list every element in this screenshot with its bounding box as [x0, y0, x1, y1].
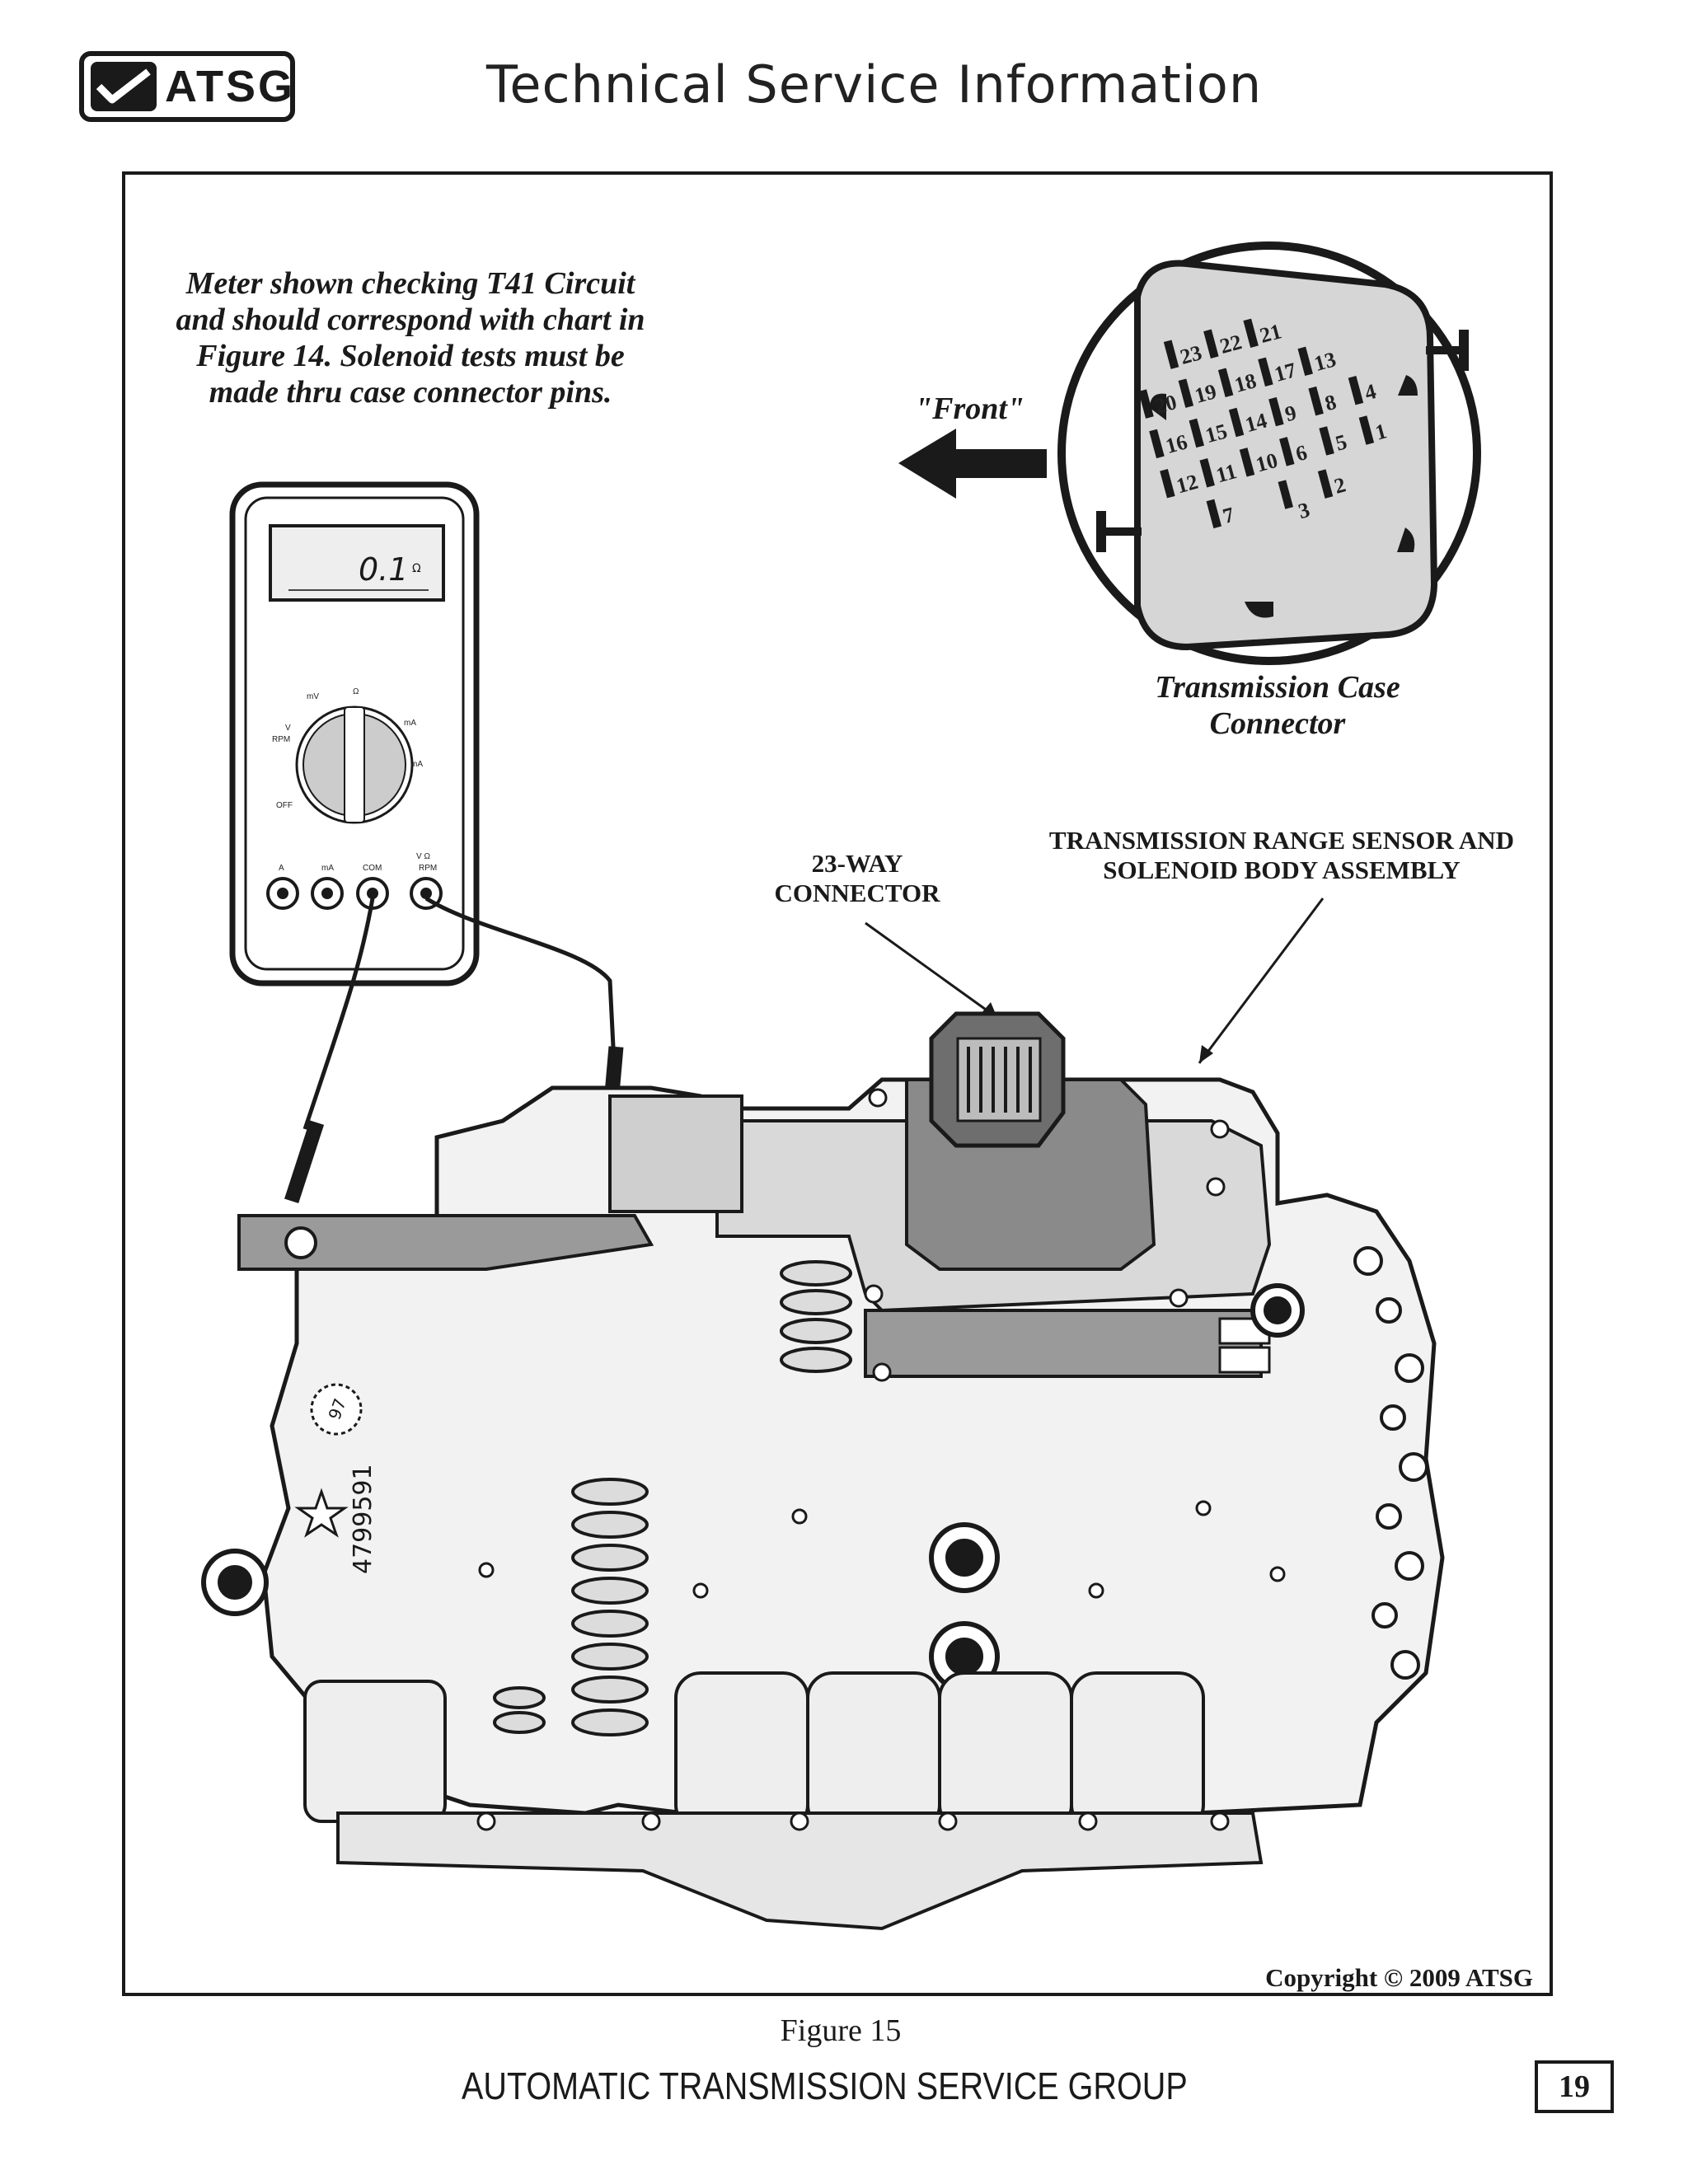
- footer-org-name: AUTOMATIC TRANSMISSION SERVICE GROUP: [462, 2064, 1188, 2107]
- connector-caption: Transmission Case Connector: [1155, 670, 1400, 741]
- meter-note: Meter shown checking T41 Circuit and sho…: [176, 266, 645, 410]
- label-23-way-connector: 23-WAY CONNECTOR: [774, 849, 940, 907]
- casting-part-number: 4799591: [349, 1464, 377, 1574]
- logo-text: ATSG: [165, 62, 295, 111]
- dial-mark-off: OFF: [276, 801, 293, 810]
- jack-label-v-ohm: V Ω: [416, 852, 430, 861]
- jack-label-com: COM: [363, 864, 382, 873]
- jack-label-rpm: RPM: [419, 864, 437, 873]
- dial-mark-mv: mV: [307, 692, 319, 701]
- valve-body-illustration: 23 22 21 20 19 18 17 13 16 15 14 9 8 4 1…: [201, 241, 1481, 1931]
- multimeter: 0.1 Ω mV Ω mA V RPM OFF mA A mA COM V Ω …: [229, 481, 480, 987]
- springs: [493, 1260, 852, 1736]
- front-label: "Front": [915, 391, 1025, 426]
- front-arrow-icon: [898, 429, 1047, 499]
- 23-way-connector: [929, 1011, 1066, 1148]
- date-wheel-icon: [310, 1383, 363, 1436]
- manual-valve-lever: [237, 1214, 654, 1271]
- label-range-sensor-assembly: TRANSMISSION RANGE SENSOR AND SOLENOID B…: [1048, 826, 1515, 884]
- page-number: 19: [1535, 2060, 1614, 2113]
- leader-line-trs: [1198, 898, 1325, 1064]
- figure-caption: Figure 15: [780, 2013, 902, 2048]
- checkmark-logo-icon: [91, 62, 157, 111]
- figure-frame: [122, 171, 1553, 1996]
- rotary-dial-icon: [295, 705, 414, 824]
- dial-mark-ohm: Ω: [353, 687, 359, 696]
- star-logo-icon: [294, 1488, 349, 1538]
- meter-display: [269, 524, 445, 602]
- dial-mark-rpm: RPM: [272, 735, 290, 744]
- connector-pin-grid: 23 22 21 20 19 18 17 13 16 15 14 9 8 4 1…: [1138, 318, 1390, 529]
- atsg-logo: ATSG: [79, 51, 295, 122]
- leader-line-23way: [865, 921, 998, 1019]
- dial-mark-ma-right: mA: [404, 719, 416, 728]
- meter-reading: 0.1: [359, 551, 408, 588]
- jack-label-a: A: [279, 864, 284, 873]
- dial-mark-ma-lower: mA: [410, 760, 423, 769]
- page-title: Technical Service Information: [486, 54, 1263, 115]
- dial-mark-v: V: [285, 724, 291, 733]
- copyright-notice: Copyright © 2009 ATSG: [1265, 1963, 1533, 1992]
- valve-body: 97 4799591: [201, 1011, 1445, 1931]
- meter-reading-unit: Ω: [412, 562, 421, 575]
- jack-label-ma: mA: [321, 864, 334, 873]
- pin-markers: [1138, 318, 1375, 529]
